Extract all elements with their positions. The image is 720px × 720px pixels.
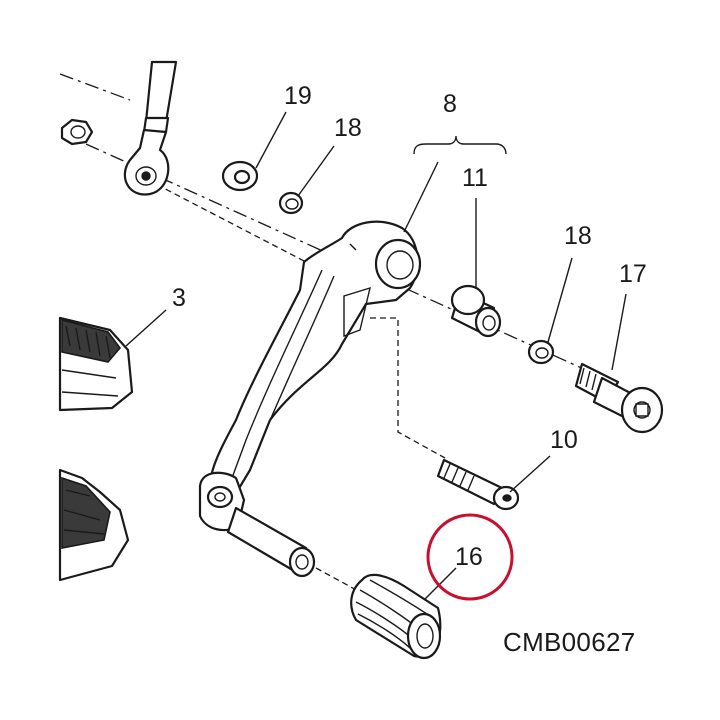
leader-18-right xyxy=(547,257,573,343)
nut-top-left xyxy=(60,118,94,146)
gear-lever-8 xyxy=(198,220,422,578)
bolt-10 xyxy=(436,458,520,511)
leader-16 xyxy=(423,567,457,601)
rubber-footpeg-16 xyxy=(350,573,442,660)
washer-19 xyxy=(221,160,259,192)
callout-10: 10 xyxy=(550,426,578,454)
callout-16: 16 xyxy=(455,543,483,571)
linkage-rod xyxy=(123,60,178,196)
callout-labels: 19 18 8 11 18 17 3 10 16 xyxy=(172,82,647,571)
leader-8 xyxy=(403,161,439,233)
callout-18-right: 18 xyxy=(564,222,592,250)
document-code: CMB00627 xyxy=(503,627,635,657)
callout-17: 17 xyxy=(619,260,647,288)
axis-top-left xyxy=(59,73,131,101)
leader-lines xyxy=(125,111,627,601)
leader-3 xyxy=(125,309,167,347)
callout-11: 11 xyxy=(462,164,488,192)
leader-10 xyxy=(509,455,551,493)
lower-bracket xyxy=(58,468,130,582)
callout-18-top: 18 xyxy=(334,114,362,142)
shoulder-bolt-17 xyxy=(574,362,664,434)
callout-19: 19 xyxy=(284,82,312,110)
bushing-11 xyxy=(450,284,502,338)
leader-17 xyxy=(611,293,627,371)
axis-rod-to-lever xyxy=(147,179,307,263)
callout-8: 8 xyxy=(443,90,457,118)
axis-bolt-path xyxy=(370,317,446,459)
leader-18-top xyxy=(297,145,335,197)
o-ring-18-right xyxy=(527,339,555,365)
o-ring-18-top xyxy=(278,191,304,215)
brace-8 xyxy=(413,135,507,155)
rider-footpeg-3 xyxy=(58,316,134,412)
axis-rubber-path xyxy=(315,567,361,593)
leader-19 xyxy=(255,111,287,169)
callout-3: 3 xyxy=(172,284,186,312)
highlight-circle-16 xyxy=(426,513,514,601)
